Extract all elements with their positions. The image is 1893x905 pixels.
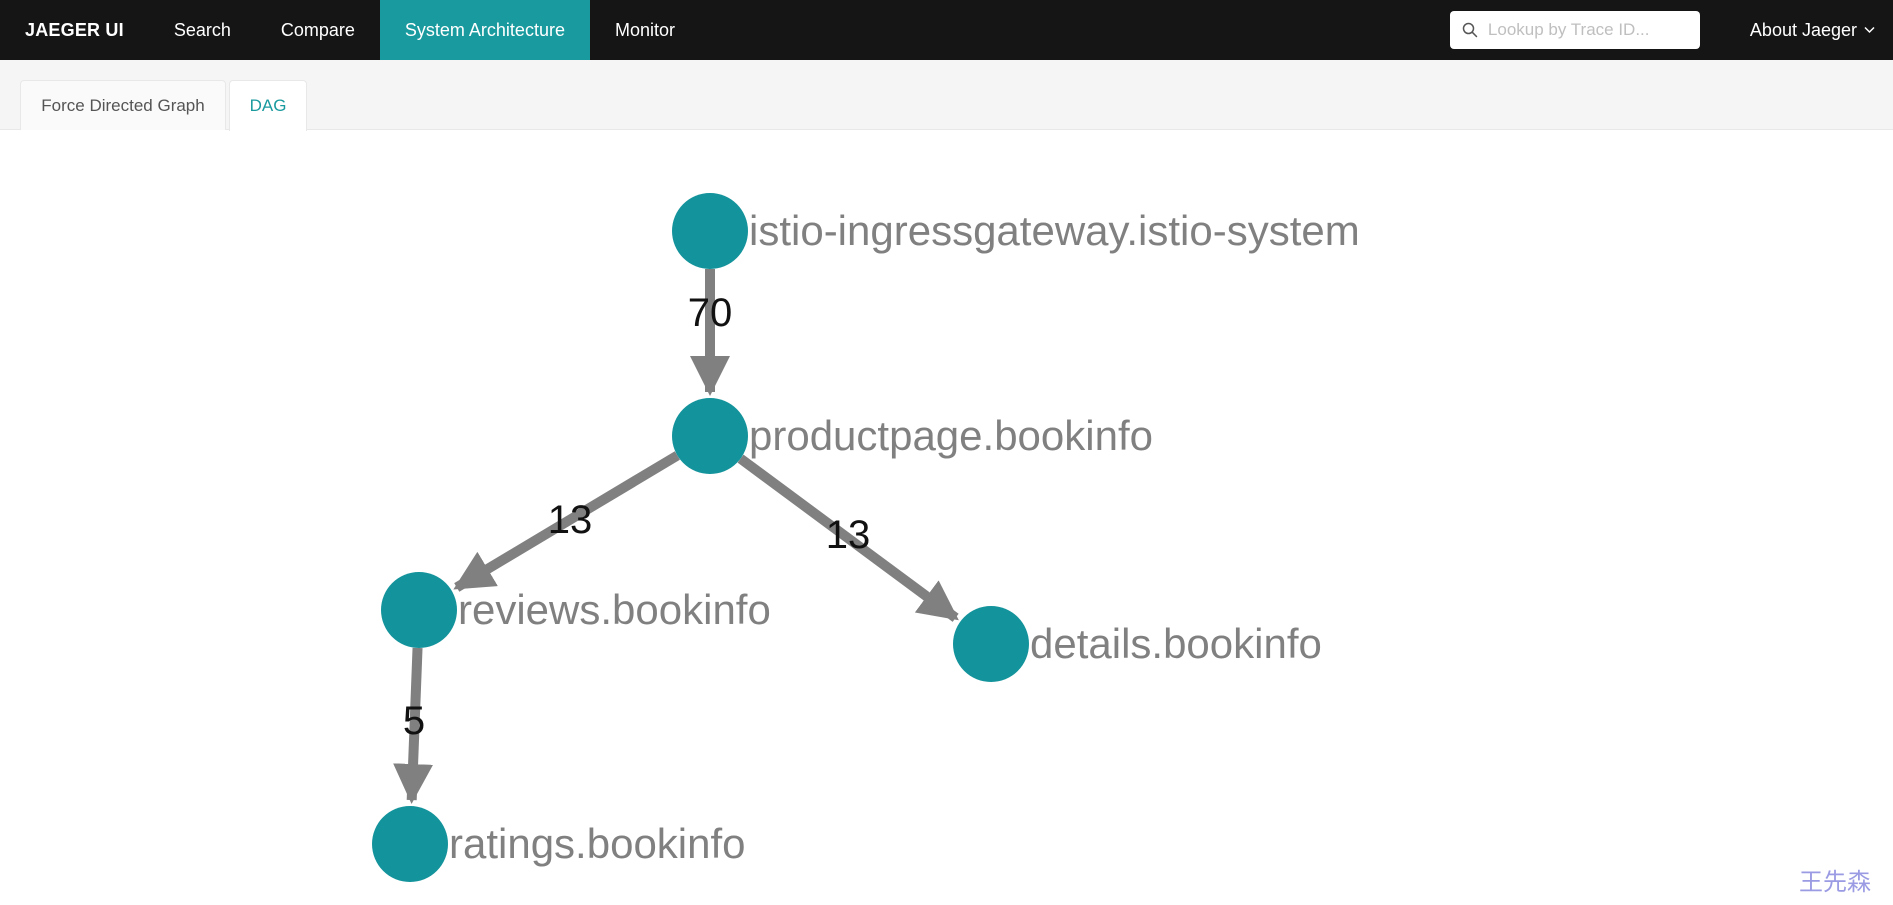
chevron-down-icon: [1864, 26, 1875, 34]
about-jaeger-label: About Jaeger: [1749, 19, 1857, 40]
node-label-productpage: productpage.bookinfo: [749, 412, 1153, 459]
nav-compare[interactable]: Compare: [280, 19, 355, 40]
nav-search[interactable]: Search: [173, 19, 231, 40]
trace-id-search[interactable]: [1449, 11, 1700, 49]
node-label-details: details.bookinfo: [1030, 620, 1322, 667]
search-icon: [1462, 22, 1478, 38]
trace-id-input[interactable]: [1485, 19, 1680, 41]
node-details[interactable]: [953, 606, 1029, 682]
node-istio-ingressgateway[interactable]: [672, 193, 748, 269]
view-tabs: Force Directed Graph DAG: [0, 60, 1893, 131]
nav-monitor[interactable]: Monitor: [614, 19, 675, 40]
brand-logo[interactable]: JAEGER UI: [25, 19, 124, 40]
node-reviews[interactable]: [381, 572, 457, 648]
edge-label-productpage-details: 13: [826, 513, 871, 557]
dag-graph: 70 13 13 5 istio-ingressgateway.istio-sy…: [372, 193, 1360, 882]
edge-label-istio-productpage: 70: [688, 291, 733, 335]
node-productpage[interactable]: [672, 398, 748, 474]
node-label-reviews: reviews.bookinfo: [458, 586, 771, 633]
node-ratings[interactable]: [372, 806, 448, 882]
edge-reviews-to-ratings: [393, 647, 434, 805]
watermark: 王先森: [1799, 868, 1871, 896]
edge-productpage-to-reviews: [453, 451, 680, 592]
node-label-ratings: ratings.bookinfo: [449, 820, 746, 867]
node-label-istio: istio-ingressgateway.istio-system: [749, 207, 1360, 254]
tab-dag[interactable]: DAG: [229, 80, 307, 131]
edge-productpage-to-details: [737, 454, 959, 622]
edge-label-productpage-reviews: 13: [548, 498, 593, 542]
nav-spacer: [700, 0, 1450, 60]
nav-system-architecture[interactable]: System Architecture: [379, 0, 590, 60]
about-jaeger-menu[interactable]: About Jaeger: [1750, 0, 1893, 60]
top-navbar: JAEGER UI Search Compare System Architec…: [0, 0, 1893, 60]
edge-label-reviews-ratings: 5: [403, 699, 425, 743]
tab-force-directed-graph[interactable]: Force Directed Graph: [20, 80, 226, 130]
